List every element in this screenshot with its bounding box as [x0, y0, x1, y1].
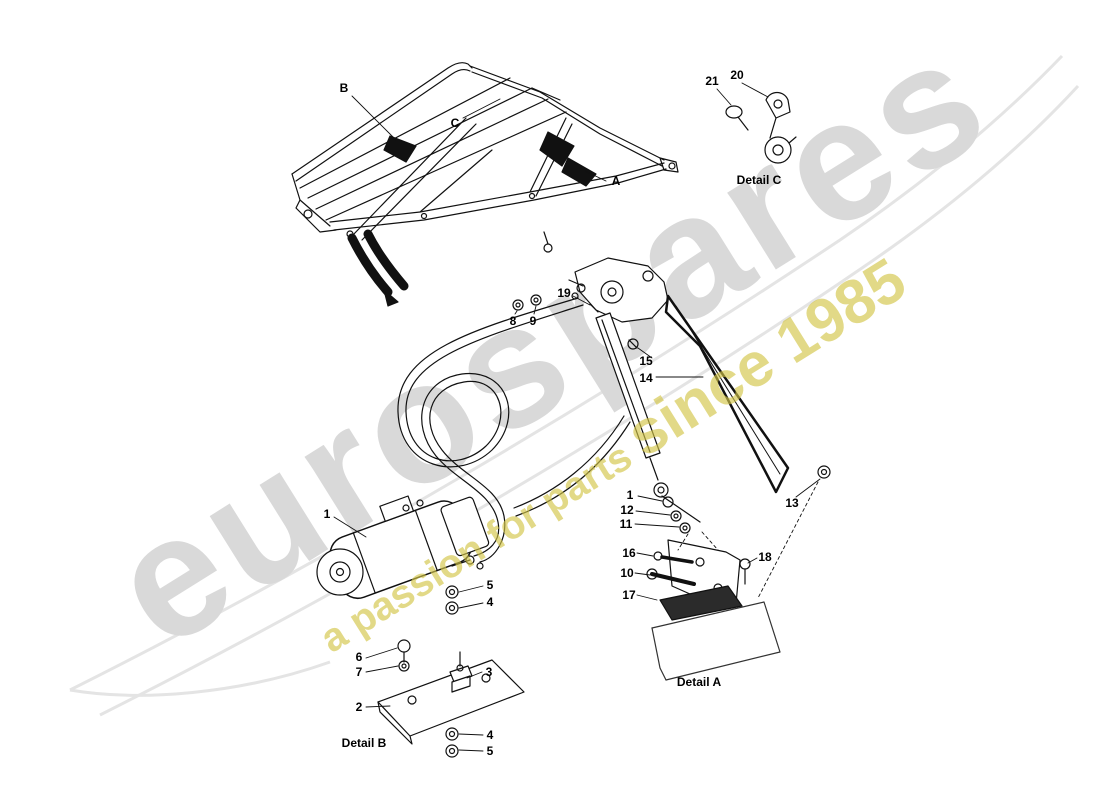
detail-c-drawing [725, 91, 797, 164]
pump-motor-drawing [316, 495, 490, 615]
hydraulic-ram-drawing [512, 257, 831, 534]
hoses-drawing [397, 297, 631, 570]
roof-frame-drawing [291, 62, 679, 307]
leader-lines [333, 82, 821, 752]
detail-a-drawing [646, 481, 819, 681]
mounting-plate-drawing [377, 639, 525, 758]
